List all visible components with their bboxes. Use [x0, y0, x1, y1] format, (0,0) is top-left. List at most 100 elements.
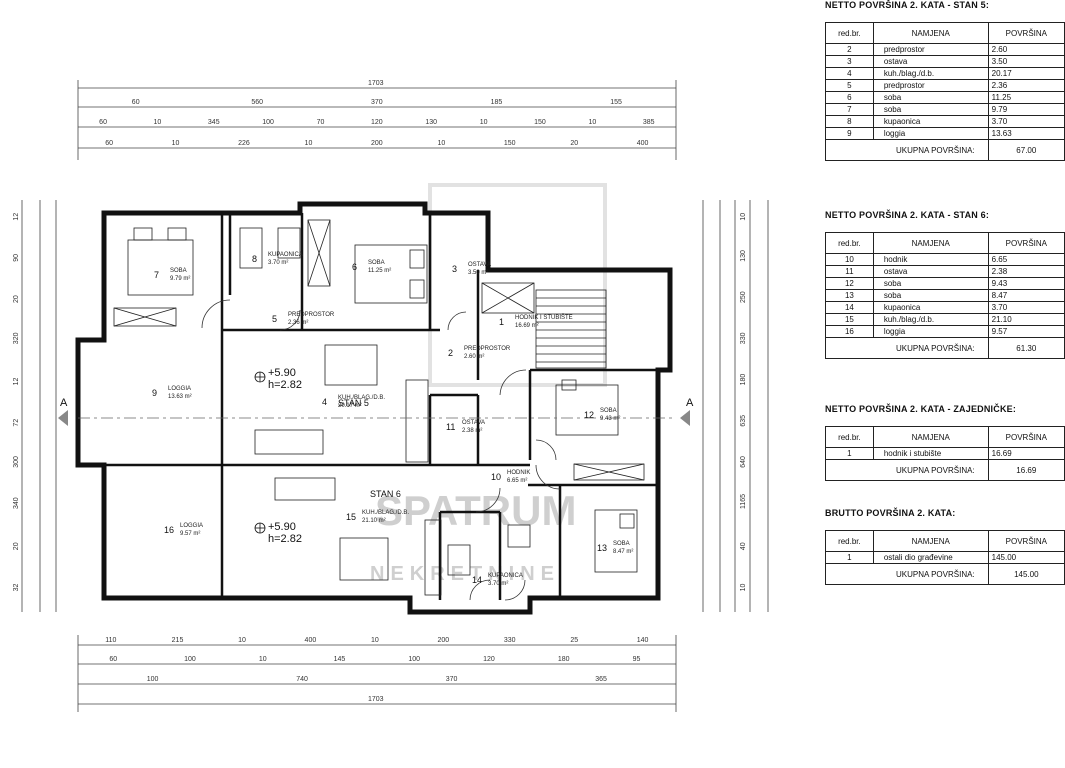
- table-total-label: UKUPNA POVRŠINA:: [825, 337, 989, 359]
- dim-bottom-row2-7: 95: [633, 656, 641, 663]
- dim-top-total: 1703: [368, 80, 384, 87]
- dim-right-7: 1165: [740, 494, 747, 509]
- dim-right-9: 10: [740, 584, 747, 592]
- dim-left-4: 12: [13, 378, 20, 386]
- height-value-stan6: h=2.82: [268, 533, 302, 545]
- table-cell: 9.79: [987, 103, 1065, 116]
- dim-left-3: 320: [13, 332, 20, 344]
- dim-top-row2-0: 60: [99, 119, 107, 126]
- dim-top-row2-5: 120: [371, 119, 383, 126]
- room-label-12: SOBA: [600, 408, 617, 414]
- table-cell: 6.65: [987, 253, 1065, 266]
- table-cell: 21.10: [987, 313, 1065, 326]
- room-number-4: 4: [322, 397, 327, 407]
- table-cell: 2.60: [987, 43, 1065, 56]
- table-header-cell: red.br.: [825, 426, 874, 448]
- dim-bottom-row3-0: 100: [147, 676, 159, 683]
- table-total-label: UKUPNA POVRŠINA:: [825, 459, 989, 481]
- table-title-2: NETTO POVRŠINA 2. KATA - ZAJEDNIČKE:: [825, 404, 1017, 414]
- table-cell: 7: [825, 103, 874, 116]
- dim-right-3: 330: [740, 332, 747, 344]
- dim-top-row1-4: 155: [610, 99, 622, 106]
- table-cell: 13.63: [987, 127, 1065, 140]
- apartment-label-stan6: STAN 6: [370, 489, 401, 499]
- dim-left-7: 340: [13, 497, 20, 509]
- table-cell: soba: [872, 277, 989, 290]
- floor-plan: SPATRUM NEKRETNINE 1703 1703: [13, 80, 769, 712]
- wardrobes: [113, 219, 645, 481]
- table-total-label: UKUPNA POVRŠINA:: [825, 563, 989, 585]
- table-total-row: UKUPNA POVRŠINA:16.69: [825, 459, 1065, 481]
- dim-left-5: 72: [13, 419, 20, 427]
- table-total-row: UKUPNA POVRŠINA:61.30: [825, 337, 1065, 359]
- dim-left-8: 20: [13, 542, 20, 550]
- dim-top-row2-10: 385: [643, 119, 655, 126]
- table-header-cell: POVRŠINA: [987, 22, 1065, 44]
- dim-bottom-row1-4: 10: [371, 637, 379, 644]
- dim-bottom-row2-6: 180: [558, 656, 570, 663]
- room-area-12: 9.43 m²: [600, 416, 620, 422]
- dim-top-row2-4: 70: [317, 119, 325, 126]
- room-area-15: 21.10 m²: [362, 518, 386, 524]
- room-number-13: 13: [597, 543, 607, 553]
- exterior-walls: [75, 201, 673, 615]
- dim-bottom-row1-7: 25: [570, 637, 578, 644]
- table-cell: 1: [825, 447, 874, 460]
- table-cell: 13: [825, 289, 874, 302]
- dim-right-2: 250: [740, 291, 747, 303]
- table-total-value: 67.00: [987, 139, 1065, 161]
- table-cell: 6: [825, 91, 874, 104]
- room-area-8: 3.70 m²: [268, 260, 288, 266]
- room-label-7: SOBA: [170, 268, 187, 274]
- table-cell: 9.57: [987, 325, 1065, 338]
- top-dimension-lines: [77, 80, 677, 160]
- table-cell: hodnik: [872, 253, 989, 266]
- table-cell: 2.38: [987, 265, 1065, 278]
- table-cell: 11: [825, 265, 874, 278]
- table-cell: 3.50: [987, 55, 1065, 68]
- room-area-4: 20.17 m²: [338, 403, 362, 409]
- table-header-cell: red.br.: [825, 22, 874, 44]
- dim-bottom-row1-8: 140: [637, 637, 649, 644]
- table-cell: 145.00: [987, 551, 1065, 564]
- table-cell: predprostor: [872, 79, 989, 92]
- dim-right-4: 180: [740, 374, 747, 386]
- table-header-cell: POVRŠINA: [987, 530, 1065, 552]
- table-total-label: UKUPNA POVRŠINA:: [825, 139, 989, 161]
- dim-right-6: 640: [740, 456, 747, 468]
- table-cell: 2.36: [987, 79, 1065, 92]
- table-cell: kuh./blag./d.b.: [872, 313, 989, 326]
- table-cell: 9.43: [987, 277, 1065, 290]
- table-cell: loggia: [872, 127, 989, 140]
- table-cell: 3.70: [987, 301, 1065, 314]
- room-area-11: 2.38 m²: [462, 428, 482, 434]
- table-cell: 8.47: [987, 289, 1065, 302]
- dim-top-row2-8: 150: [534, 119, 546, 126]
- door-swings: [201, 299, 561, 601]
- dim-top-row2-1: 10: [154, 119, 162, 126]
- table-cell: 3: [825, 55, 874, 68]
- room-number-14: 14: [472, 575, 482, 585]
- dim-bottom-row2-3: 145: [334, 656, 346, 663]
- table-cell: ostava: [872, 265, 989, 278]
- room-label-9: LOGGIA: [168, 386, 191, 392]
- table-cell: 3.70: [987, 115, 1065, 128]
- table-cell: ostava: [872, 55, 989, 68]
- dim-bottom-row3-3: 365: [595, 676, 607, 683]
- dim-right-8: 40: [740, 542, 747, 550]
- table-cell: 20.17: [987, 67, 1065, 80]
- dim-top-row3-5: 10: [437, 140, 445, 147]
- dim-top-row3-2: 226: [238, 140, 250, 147]
- table-total-row: UKUPNA POVRŠINA:67.00: [825, 139, 1065, 161]
- table-cell: 9: [825, 127, 874, 140]
